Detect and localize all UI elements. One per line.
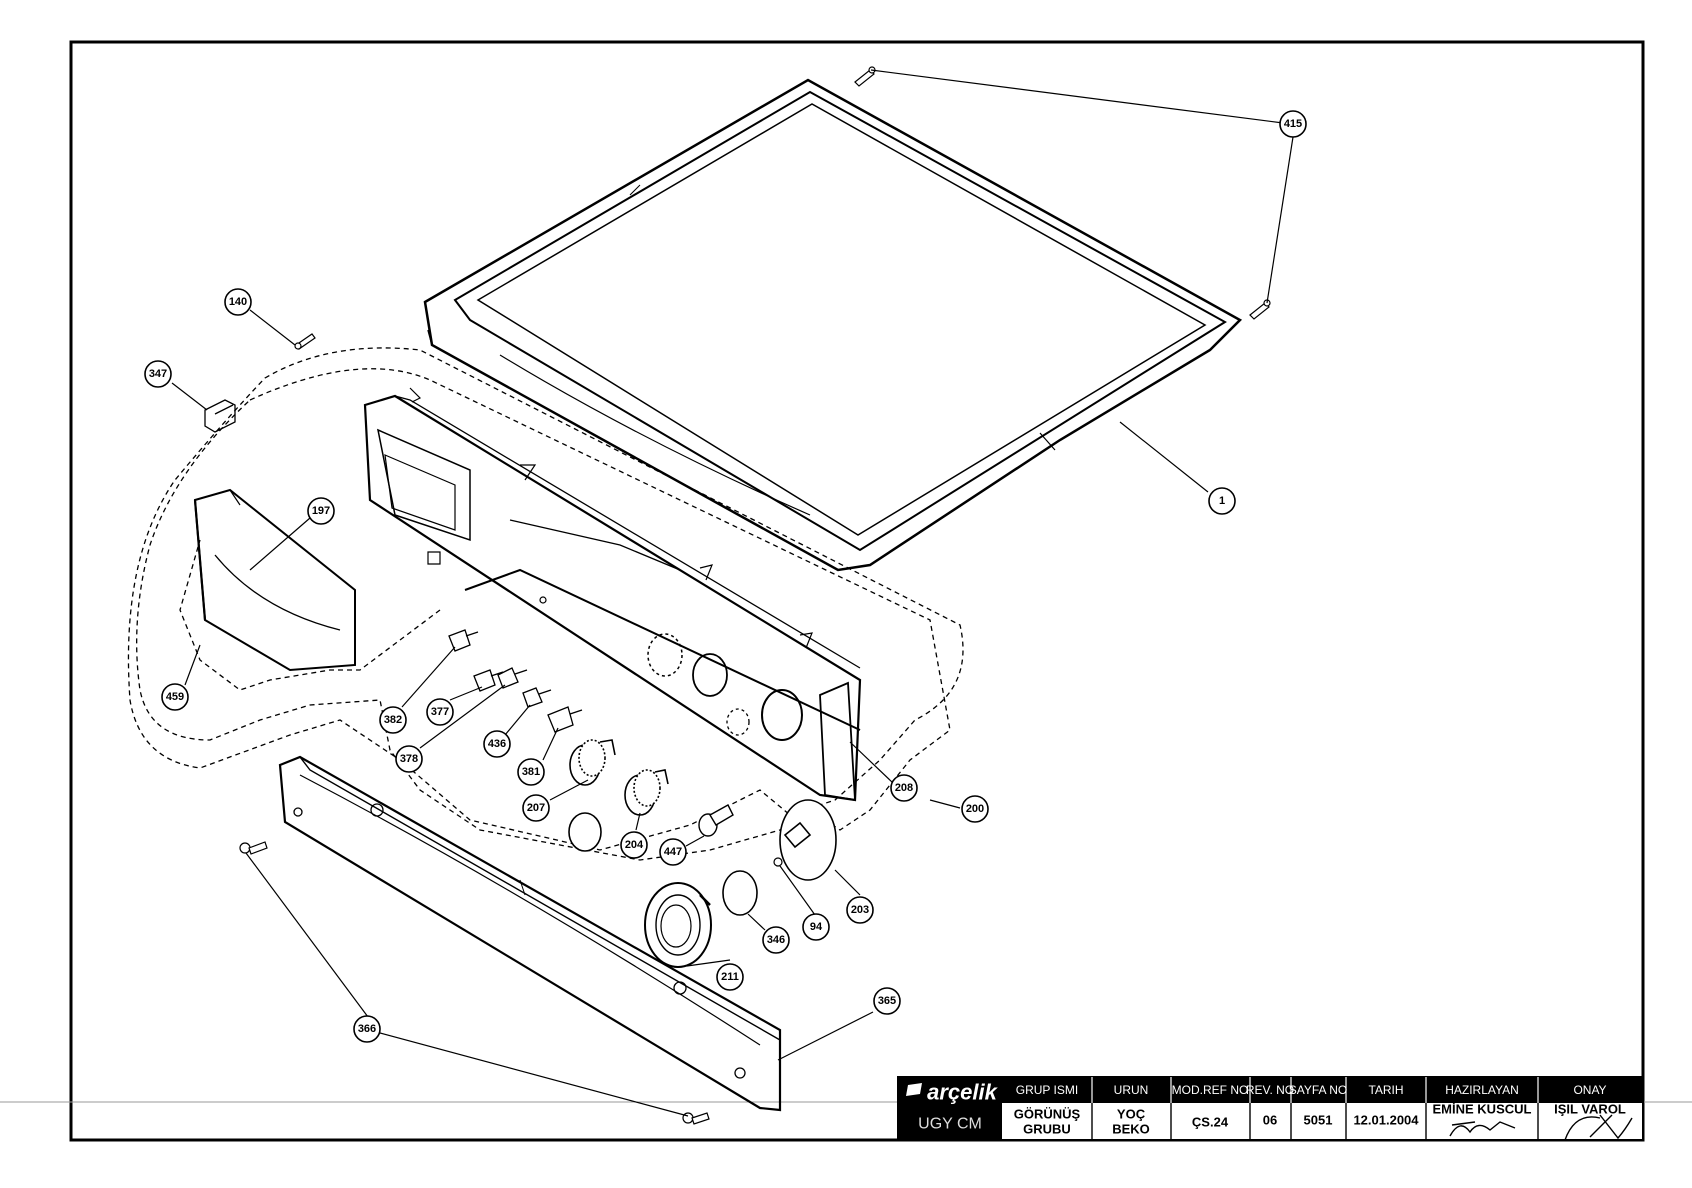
label-365: 365 (878, 995, 896, 1007)
part-bubble-140: 140 (224, 288, 252, 316)
part-bubble-204: 204 (620, 831, 648, 859)
value-prepared-name: EMİNE KUSCUL (1433, 1102, 1532, 1117)
knob-204 (624, 769, 669, 816)
label-436: 436 (488, 738, 506, 750)
part-bubble-203: 203 (846, 896, 874, 924)
screw-94 (773, 857, 783, 867)
label-447: 447 (664, 846, 682, 858)
part-bubble-197: 197 (307, 497, 335, 525)
label-200: 200 (966, 803, 984, 815)
label-366: 366 (358, 1023, 376, 1035)
label-415: 415 (1284, 118, 1302, 130)
value-page: 5051 (1304, 1113, 1333, 1128)
label-207: 207 (527, 802, 545, 814)
part-bubble-436: 436 (483, 730, 511, 758)
brand-name: arçelik (927, 1080, 998, 1105)
label-197: 197 (312, 505, 330, 517)
control-panel-frame (363, 387, 862, 802)
header-rev: REV. NO (1246, 1083, 1294, 1097)
part-bubble-366: 366 (353, 1015, 381, 1043)
shaft-447 (698, 804, 734, 837)
value-date: 12.01.2004 (1353, 1113, 1419, 1128)
value-rev: 06 (1263, 1113, 1277, 1128)
header-ref: MOD.REF NO (1172, 1083, 1249, 1097)
label-1: 1 (1219, 495, 1225, 507)
knob-207 (569, 739, 616, 786)
top-cover (423, 78, 1243, 572)
part-bubble-459: 459 (161, 683, 189, 711)
screw-366-top (239, 841, 268, 855)
part-bubble-346: 346 (762, 926, 790, 954)
part-bubble-378: 378 (395, 745, 423, 773)
signature-prepared (1449, 1121, 1516, 1137)
header-prepared: HAZIRLAYAN (1445, 1083, 1519, 1097)
part-bubble-1: 1 (1208, 487, 1236, 515)
drawer-handle-197 (193, 488, 356, 672)
part-bubble-447: 447 (659, 838, 687, 866)
part-bubble-211: 211 (716, 963, 744, 991)
button-caps (448, 629, 583, 733)
drawing-frame (69, 40, 1645, 1142)
bottom-plinth-365 (278, 755, 782, 1112)
value-product-line1: YOÇ (1117, 1107, 1146, 1122)
part-bubble-207: 207 (522, 794, 550, 822)
label-211: 211 (721, 971, 739, 983)
value-group-line2: GRUBU (1023, 1122, 1071, 1137)
part-bubble-377: 377 (426, 698, 454, 726)
label-140: 140 (229, 296, 247, 308)
label-204: 204 (625, 839, 644, 851)
part-bubble-200: 200 (961, 795, 989, 823)
department-code: UGY CM (918, 1116, 982, 1133)
part-bubble-365: 365 (873, 987, 901, 1015)
part-bubble-381: 381 (517, 758, 545, 786)
part-bubble-347: 347 (144, 360, 172, 388)
leader-lines (171, 69, 1294, 1117)
label-377: 377 (431, 706, 449, 718)
label-346: 346 (767, 934, 785, 946)
label-382: 382 (384, 714, 402, 726)
label-94: 94 (810, 921, 823, 933)
screw-140 (294, 333, 316, 350)
value-product-line2: BEKO (1112, 1122, 1150, 1137)
signature-approved (1564, 1114, 1633, 1141)
label-347: 347 (149, 368, 167, 380)
header-approved: ONAY (1573, 1083, 1606, 1097)
header-group: GRUP ISMI (1016, 1083, 1078, 1097)
brand-logo: arçelik UGY CM (906, 1080, 999, 1133)
value-ref: ÇS.24 (1192, 1115, 1229, 1130)
part-bubble-208: 208 (890, 774, 918, 802)
value-group-line1: GÖRÜNÜŞ (1014, 1107, 1081, 1122)
header-product: URUN (1114, 1083, 1149, 1097)
ring-211 (644, 882, 712, 968)
label-378: 378 (400, 753, 418, 765)
part-bubble-415: 415 (1279, 110, 1307, 138)
label-381: 381 (522, 766, 540, 778)
bracket-347 (204, 399, 236, 433)
value-approved-name: IŞIL VAROL (1554, 1102, 1626, 1117)
knob-cap (568, 812, 602, 852)
title-block: arçelik UGY CM GRUP ISMI URUN MOD.REF NO… (897, 1076, 1644, 1141)
group-outline-459 (136, 368, 951, 861)
part-bubble-94: 94 (802, 913, 830, 941)
label-208: 208 (895, 782, 913, 794)
screw-366-bottom (682, 1112, 710, 1125)
header-page: SAYFA NO (1289, 1083, 1347, 1097)
lens-346 (722, 870, 758, 916)
label-203: 203 (851, 904, 869, 916)
lamp-holder-203 (779, 799, 837, 881)
header-date: TARIH (1368, 1083, 1403, 1097)
part-bubble-382: 382 (379, 706, 407, 734)
screw-415-side (1249, 299, 1271, 320)
label-459: 459 (166, 691, 184, 703)
